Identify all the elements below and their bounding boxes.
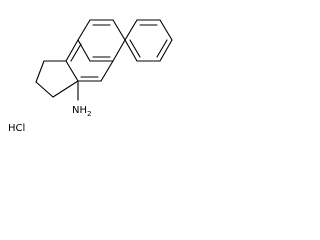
bond-inner xyxy=(129,39,141,58)
bond xyxy=(124,39,138,62)
bond xyxy=(112,19,126,41)
bond xyxy=(65,60,79,82)
bond xyxy=(52,80,79,98)
bond xyxy=(124,19,138,41)
structure-canvas: NH2 HCl xyxy=(0,0,190,148)
bond xyxy=(35,81,54,98)
bond xyxy=(65,39,79,62)
chemical-structure: NH2 HCl xyxy=(8,19,173,134)
bond xyxy=(77,39,91,62)
bond xyxy=(100,60,114,82)
bond-inner xyxy=(156,39,168,58)
bond-inner xyxy=(70,43,82,62)
bond xyxy=(77,19,91,41)
bond xyxy=(159,39,173,62)
bond xyxy=(35,60,45,83)
salt-label: HCl xyxy=(8,123,25,134)
amine-label: NH2 xyxy=(72,105,91,118)
bond-lines xyxy=(35,19,173,101)
bond xyxy=(159,19,173,41)
bond xyxy=(112,39,126,62)
